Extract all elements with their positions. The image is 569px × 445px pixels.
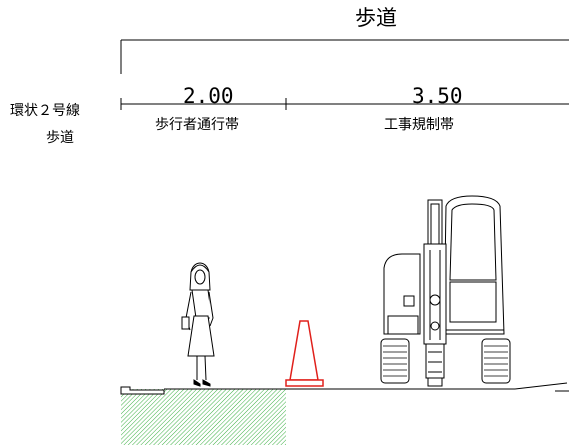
road-name-label: 環状２号線 <box>10 103 80 119</box>
hatched-soil <box>121 389 286 445</box>
sidewalk-bracket <box>120 39 569 74</box>
pedestrian-zone-width: 2.00 <box>183 84 234 108</box>
pedestrian-figure <box>181 262 215 387</box>
ground-line <box>120 382 569 395</box>
pedestrian-zone-label: 歩行者通行帯 <box>155 117 239 133</box>
road-sidewalk-label: 歩道 <box>46 130 74 146</box>
excavator-icon <box>380 195 511 387</box>
dimension-line <box>120 98 569 110</box>
section-title: 歩道 <box>355 6 397 30</box>
traffic-cone-icon <box>285 320 324 387</box>
construction-zone-label: 工事規制帯 <box>384 117 454 133</box>
construction-zone-width: 3.50 <box>412 84 463 108</box>
